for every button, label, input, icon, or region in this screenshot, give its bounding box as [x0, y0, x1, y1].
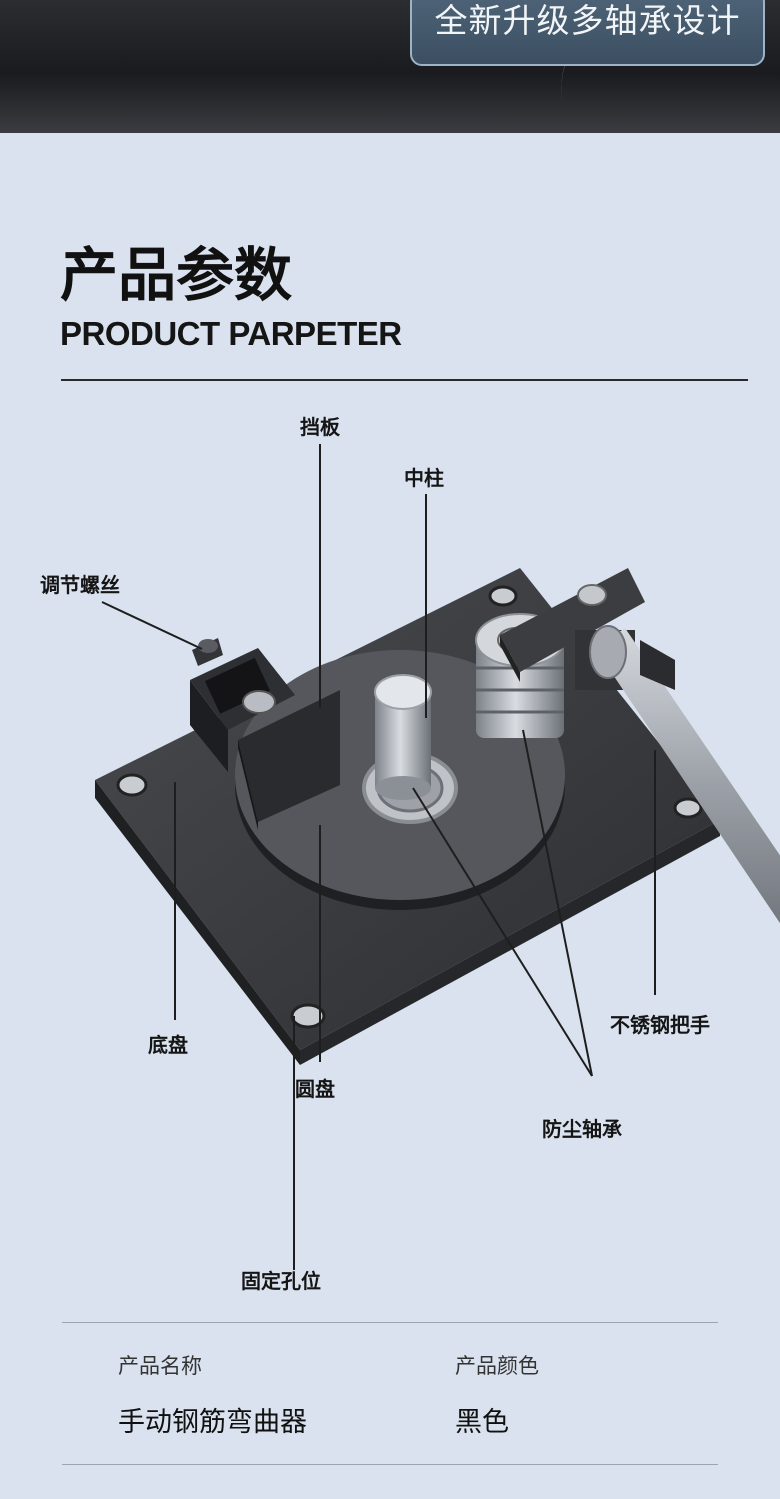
label-center-post: 中柱	[404, 466, 444, 490]
top-banner: 全新升级多轴承设计	[0, 0, 780, 133]
label-adjust-screw: 调节螺丝	[40, 573, 120, 597]
spec-color-value: 黑色	[455, 1407, 509, 1438]
spec-name-value: 手动钢筋弯曲器	[118, 1407, 307, 1438]
spec-divider-bottom	[62, 1464, 718, 1465]
baffle-shape	[190, 638, 340, 830]
product-diagram: 挡板 中柱 调节螺丝 底盘 圆盘 不锈钢把手 防尘轴承 固定孔位	[40, 415, 780, 1293]
spec-color-key: 产品颜色	[455, 1354, 539, 1378]
spec-divider-top	[62, 1322, 718, 1323]
label-fixing-hole: 固定孔位	[241, 1269, 321, 1293]
label-stainless-handle: 不锈钢把手	[610, 1013, 710, 1037]
section-title: 产品参数	[60, 241, 293, 309]
label-disc: 圆盘	[295, 1077, 335, 1101]
handle-shape	[500, 568, 780, 924]
title-divider	[61, 379, 748, 381]
label-baffle: 挡板	[300, 415, 341, 439]
leader-lines	[101, 444, 656, 1270]
label-dustproof-bearing: 防尘轴承	[542, 1117, 622, 1141]
feature-badge: 全新升级多轴承设计	[410, 0, 765, 66]
section-subtitle: PRODUCT PARPETER	[60, 315, 402, 352]
spec-name-key: 产品名称	[118, 1354, 202, 1378]
label-base-plate: 底盘	[148, 1033, 188, 1057]
center-post-shape	[374, 674, 432, 800]
